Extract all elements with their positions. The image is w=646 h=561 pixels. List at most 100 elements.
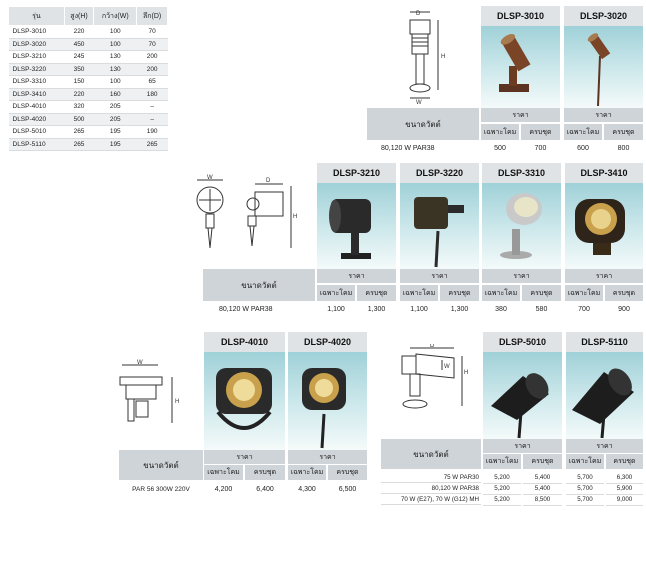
- model-header-3010: DLSP-3010: [481, 6, 560, 26]
- table-cell: DLSP-3310: [8, 75, 65, 89]
- price-cell: 6,300: [606, 472, 643, 484]
- sub-complete-set: ครบชุด: [522, 285, 561, 301]
- price-label-3020: ราคา: [564, 108, 643, 122]
- wattage-row-2: 80,120 W PAR38: [219, 305, 273, 313]
- product-photo-4010: [204, 352, 285, 450]
- table-cell: 500: [64, 113, 94, 126]
- table-cell: 220: [64, 25, 94, 39]
- model-header-3220: DLSP-3220: [400, 163, 479, 183]
- product-photo-3410: [565, 183, 643, 269]
- sub-complete-set: ครบชุด: [357, 285, 396, 301]
- sub-lamp-only: เฉพาะโคม: [566, 454, 604, 469]
- table-cell: 130: [93, 50, 137, 64]
- table-cell: 150: [64, 75, 94, 89]
- model-header-5110: DLSP-5110: [566, 332, 643, 352]
- price-cell: 5,200: [483, 483, 521, 495]
- model-header-5010: DLSP-5010: [483, 332, 562, 352]
- dim-h-label: H: [441, 54, 445, 60]
- price-cell: 800: [617, 144, 630, 152]
- model-header-4020: DLSP-4020: [288, 332, 367, 352]
- dimension-drawing-4010: W H: [119, 360, 179, 423]
- wattage-row: 80,120 W PAR38: [381, 483, 481, 494]
- dimension-drawing-3010: D H W: [409, 11, 445, 104]
- price-cell: 5,700: [566, 483, 604, 495]
- table-cell: 190: [136, 125, 168, 139]
- product-photo-5110: [566, 352, 643, 439]
- price-cell: 1,100: [327, 305, 345, 313]
- model-header-4010: DLSP-4010: [204, 332, 285, 352]
- sub-complete-set: ครบชุด: [604, 124, 643, 140]
- price-cell: 5,200: [483, 494, 521, 506]
- dim-w-label: W: [207, 175, 213, 181]
- sub-lamp-only: เฉพาะโคม: [564, 124, 602, 140]
- wattage-header-1: ขนาดวัตต์: [367, 108, 479, 140]
- table-cell: DLSP-3410: [8, 88, 65, 101]
- table-cell: 160: [93, 88, 137, 101]
- spec-table-header: รุ่น สูง(H) กว้าง(W) ลึก(D): [8, 6, 168, 26]
- price-cell: 8,500: [523, 494, 562, 506]
- table-cell: 200: [136, 50, 168, 64]
- dim-w-label: W: [444, 364, 450, 370]
- product-photo-3210: [317, 183, 396, 269]
- sub-lamp-only: เฉพาะโคม: [400, 285, 438, 301]
- price-cell: 1,300: [367, 305, 386, 313]
- product-photo-3010: [481, 26, 560, 108]
- table-cell: 180: [136, 88, 168, 101]
- wattage-header-3: ขนาดวัตต์: [119, 450, 203, 480]
- price-label-4020: ราคา: [288, 450, 367, 464]
- table-cell: 70: [136, 25, 168, 39]
- col-depth: ลึก(D): [136, 6, 168, 26]
- table-cell: 100: [93, 75, 137, 89]
- table-cell: DLSP-3020: [8, 38, 65, 51]
- sub-complete-set: ครบชุด: [605, 285, 643, 301]
- price-label-5010: ราคา: [483, 439, 562, 453]
- dim-h-label: H: [293, 214, 297, 220]
- price-cell: 5,200: [483, 472, 521, 484]
- table-cell: 100: [93, 25, 137, 39]
- price-cell: 500: [494, 144, 506, 152]
- dimension-drawing-5010: D W H: [401, 344, 468, 409]
- dim-h-label: H: [464, 370, 468, 376]
- table-cell: 205: [93, 100, 137, 114]
- table-cell: 320: [64, 100, 94, 114]
- price-label-5110: ราคา: [566, 439, 643, 453]
- table-cell: 220: [64, 88, 94, 101]
- price-cell: 9,000: [606, 494, 643, 506]
- sub-complete-set: ครบชุด: [523, 454, 562, 469]
- price-cell: 6,500: [338, 485, 357, 493]
- model-header-3020: DLSP-3020: [564, 6, 643, 26]
- dim-w-label: W: [416, 100, 422, 104]
- sub-lamp-only: เฉพาะโคม: [288, 465, 326, 480]
- dimension-drawing-3210: W D H: [196, 175, 297, 249]
- sub-complete-set: ครบชุด: [328, 465, 367, 480]
- dim-h-label: H: [175, 399, 179, 405]
- price-cell: 900: [618, 305, 630, 313]
- price-cell: 580: [535, 305, 548, 313]
- table-cell: 245: [64, 50, 94, 64]
- table-cell: 195: [93, 138, 137, 151]
- table-cell: DLSP-3210: [8, 50, 65, 64]
- price-label-4010: ราคา: [204, 450, 285, 464]
- price-cell: 1,300: [450, 305, 469, 313]
- col-height: สูง(H): [63, 6, 95, 26]
- sub-lamp-only: เฉพาะโคม: [204, 465, 243, 480]
- price-cell: 5,400: [523, 483, 562, 495]
- model-header-3210: DLSP-3210: [317, 163, 396, 183]
- wattage-row: 75 W PAR30: [381, 472, 481, 483]
- sub-complete-set: ครบชุด: [245, 465, 285, 480]
- product-photo-5010: [483, 352, 562, 439]
- price-label-3010: ราคา: [481, 108, 560, 122]
- price-label-3410: ราคา: [565, 269, 643, 283]
- table-cell: 265: [64, 138, 94, 151]
- table-cell: DLSP-3220: [8, 63, 65, 76]
- table-cell: DLSP-5110: [8, 138, 65, 151]
- table-cell: 130: [93, 63, 137, 76]
- price-label-3220: ราคา: [400, 269, 479, 283]
